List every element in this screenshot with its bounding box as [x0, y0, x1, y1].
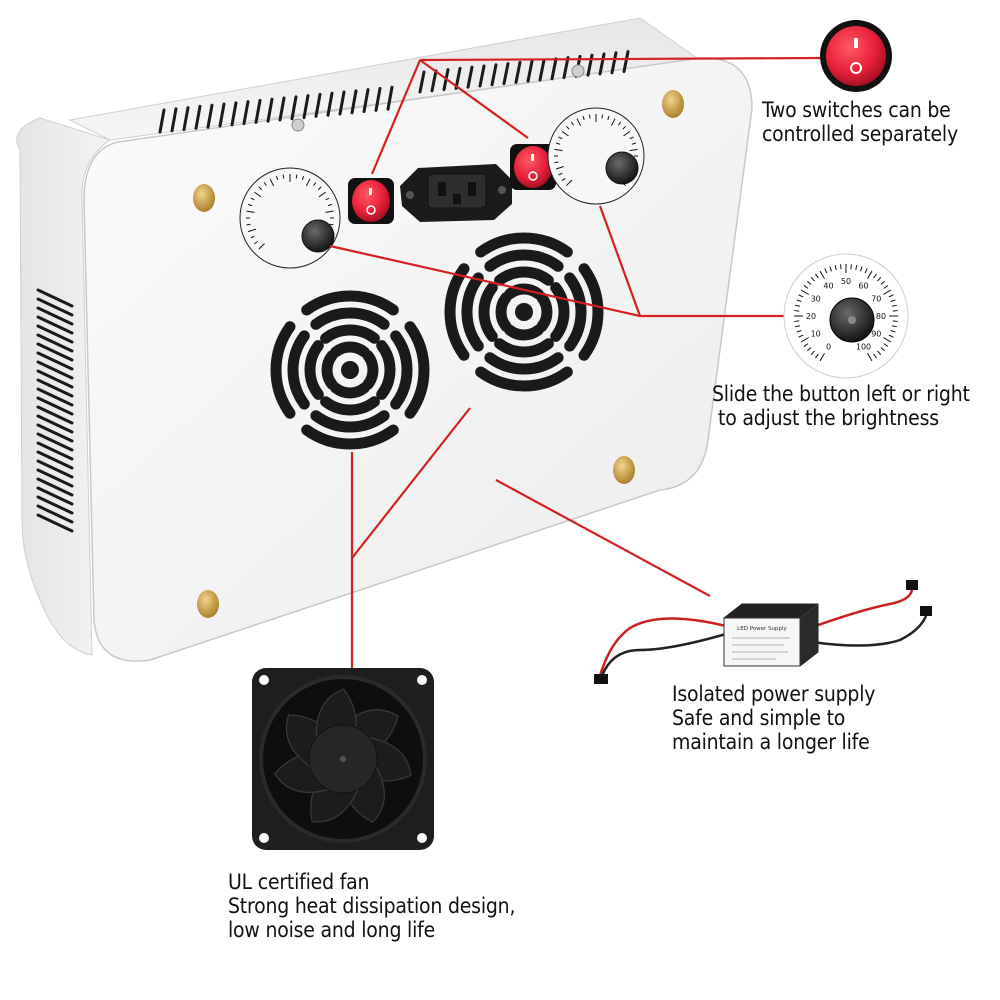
top-screw: [291, 118, 305, 132]
top-screw: [571, 64, 585, 78]
power-supply-caption-line1: Isolated power supply: [672, 682, 876, 706]
dial-tick-label: 40: [823, 282, 833, 291]
mounting-screws: [291, 64, 585, 132]
dimmer-caption-line2: to adjust the brightness: [718, 406, 939, 430]
dial-tick-label: 60: [858, 282, 868, 291]
dimmer-callout-line: [598, 205, 642, 317]
dimmer-caption-line1: Slide the button left or right: [712, 382, 970, 406]
power-inlet-socket: [400, 164, 512, 222]
callout-lines: [329, 56, 821, 668]
led-housing: [16, 17, 753, 662]
switches-caption-line1: Two switches can be: [762, 98, 951, 122]
dial-tick-label: 90: [871, 330, 881, 339]
switch-callout-line: [370, 59, 422, 175]
switch-callout-line: [419, 59, 529, 139]
dial-tick-label: 100: [856, 342, 871, 351]
dial-tick-label: 0: [826, 342, 831, 351]
power-supply-driver-icon: LED Power Supply: [594, 580, 932, 684]
cooling-fan-icon: [252, 668, 434, 850]
brass-standoff: [662, 90, 684, 118]
fan-caption-line1: UL certified fan: [228, 870, 370, 894]
power-supply-caption: Isolated power supply Safe and simple to…: [672, 682, 875, 754]
power-supply-device-label: LED Power Supply: [737, 626, 787, 632]
power-supply-caption-line3: maintain a longer life: [672, 730, 870, 754]
dial-tick-label: 50: [841, 277, 851, 286]
rocker-switch-icon: [820, 20, 892, 92]
top-vents: [158, 50, 630, 134]
fan-callout-line: [351, 407, 471, 559]
side-vents: [36, 288, 74, 533]
dimmer-dial-left: [239, 167, 341, 269]
switches-caption: Two switches can be controlled separatel…: [762, 98, 958, 146]
rocker-switch-right: [510, 144, 556, 190]
switch-callout-line: [419, 56, 821, 62]
power-supply-wire: [600, 632, 727, 677]
fan-grille-right: [444, 232, 604, 392]
fan-caption-line3: low noise and long life: [228, 918, 436, 942]
brass-standoffs: [193, 90, 684, 618]
switches-caption-line2: controlled separately: [762, 122, 958, 146]
dimmer-dial-right: [547, 107, 645, 205]
power-supply-wire: [809, 589, 914, 630]
brass-standoff: [613, 456, 635, 484]
dial-tick-label: 10: [811, 330, 821, 339]
housing-side-panel: [16, 117, 112, 656]
fan-caption-line2: Strong heat dissipation design,: [228, 894, 516, 918]
dial-tick-label: 20: [806, 312, 816, 321]
rocker-switch-left: [348, 178, 394, 224]
power-callout-line: [495, 479, 711, 597]
fan-caption: UL certified fan Strong heat dissipation…: [228, 870, 515, 942]
dimmer-caption: Slide the button left or right to adjust…: [712, 382, 970, 430]
power-supply-caption-line2: Safe and simple to: [672, 706, 846, 730]
dial-tick-label: 70: [871, 295, 881, 304]
dial-tick-label: 80: [876, 312, 886, 321]
power-supply-wire: [811, 615, 928, 647]
dial-tick-label: 30: [811, 295, 821, 304]
fan-grille-left: [270, 290, 430, 450]
brass-standoff: [197, 590, 219, 618]
power-supply-wire: [598, 617, 727, 677]
brass-standoff: [193, 184, 215, 212]
